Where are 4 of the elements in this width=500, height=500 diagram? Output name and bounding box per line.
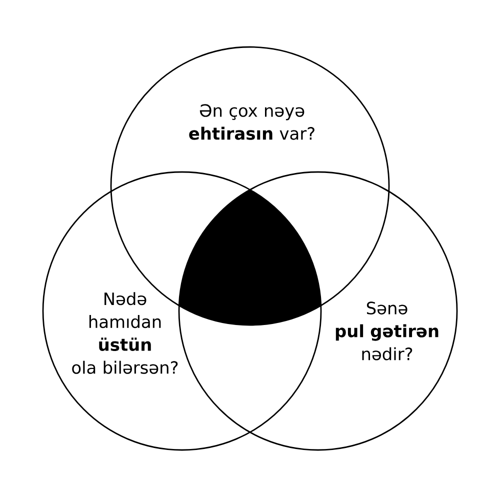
question-text: Nədə hamıdan üstün ola bilərsən? — [72, 292, 178, 374]
question-text: Ən çox nəyə ehtirasın var? — [189, 104, 314, 140]
overlap-region — [179, 190, 321, 325]
question-text: Sənə pul gətirən nədir? — [336, 302, 438, 360]
